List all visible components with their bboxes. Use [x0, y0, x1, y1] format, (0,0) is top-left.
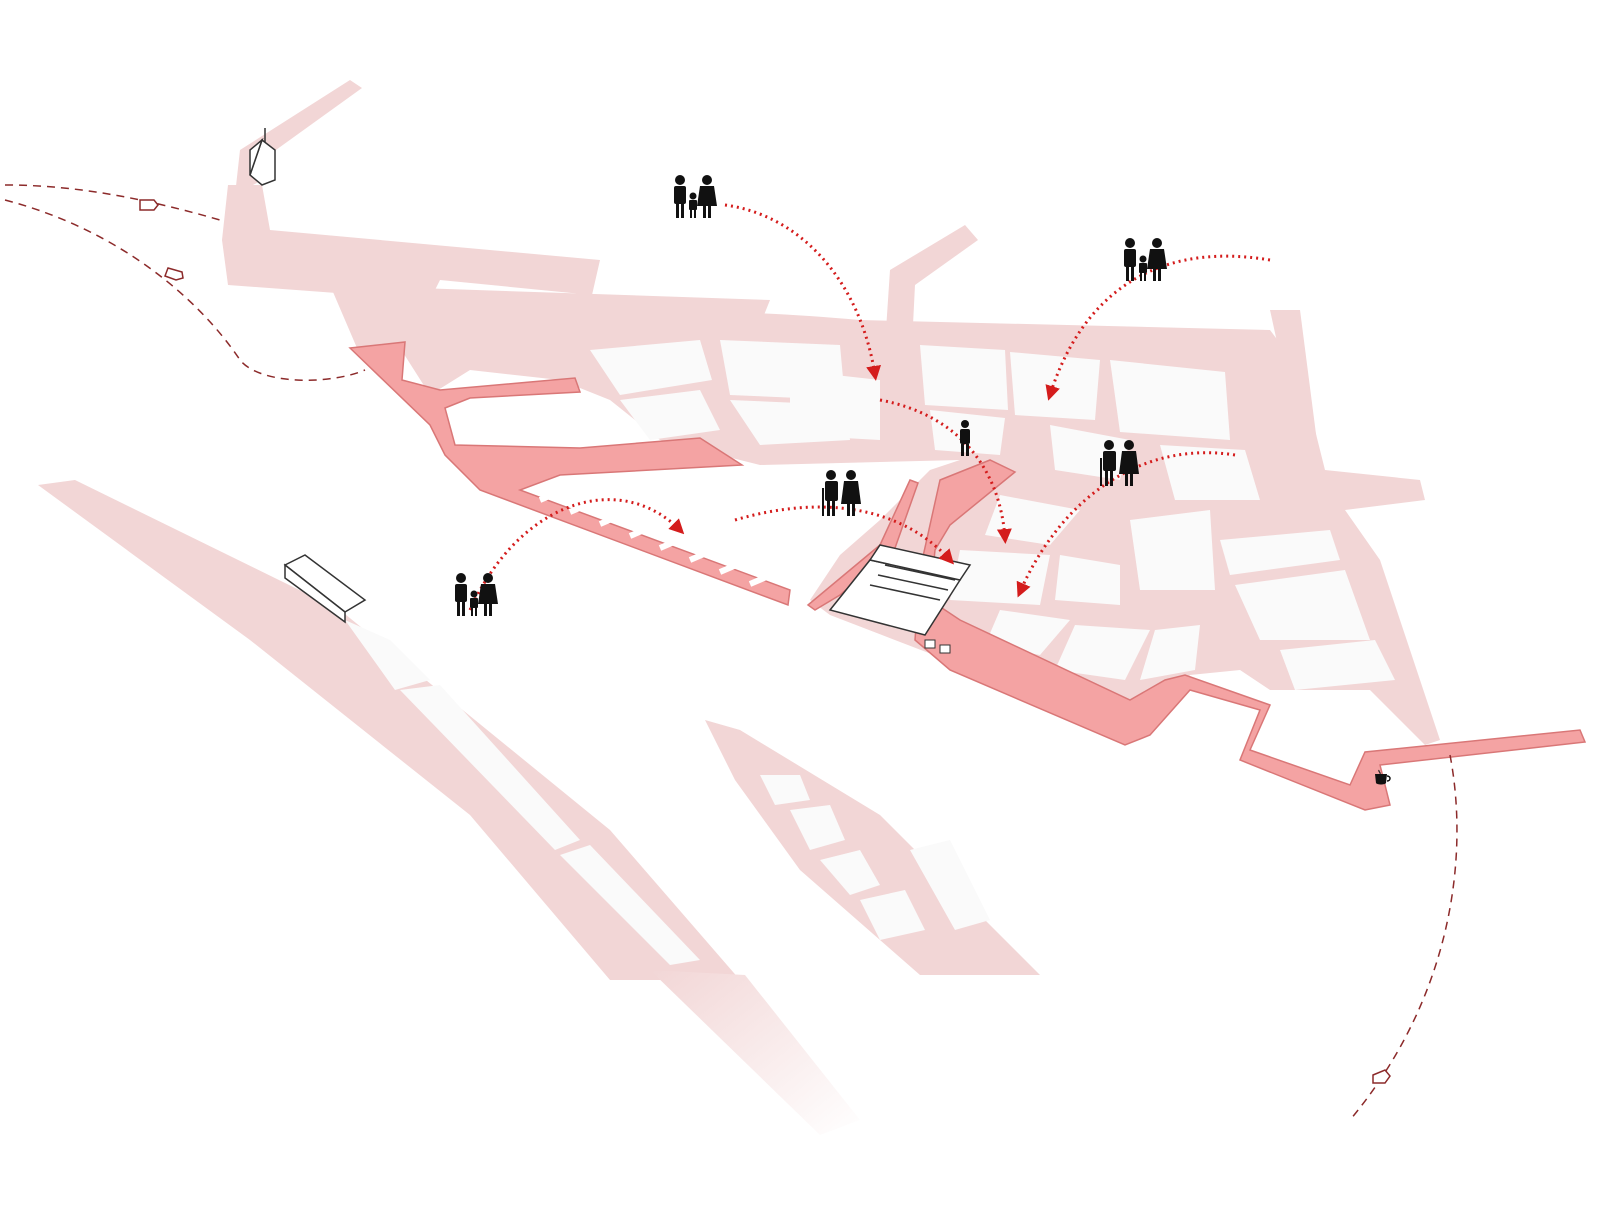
block	[790, 370, 880, 440]
block	[1235, 570, 1370, 640]
single-person-icon	[960, 420, 970, 456]
central-district	[395, 311, 1440, 745]
kiosk-building	[924, 639, 951, 654]
boat-route-west	[4, 199, 366, 381]
south-island	[705, 720, 1040, 975]
block	[950, 550, 1050, 605]
block	[1130, 510, 1215, 590]
block	[920, 345, 1008, 410]
block	[860, 890, 925, 940]
boat-icon	[1372, 1069, 1391, 1084]
boat-route-north	[4, 184, 221, 221]
block	[620, 390, 720, 440]
block	[590, 340, 712, 395]
block	[1110, 360, 1230, 440]
tower-building-icon	[249, 128, 276, 186]
urban-context	[38, 80, 1440, 980]
block	[400, 685, 580, 850]
city-blocks	[345, 340, 1395, 965]
people	[455, 175, 1167, 616]
east-avenue	[1270, 310, 1320, 470]
block	[1055, 555, 1120, 605]
block	[1055, 625, 1150, 680]
elderly-couple-icon	[1100, 440, 1139, 486]
fading-quay-strip	[650, 970, 860, 1135]
quay-shed-building	[283, 554, 367, 624]
flow-arrow	[468, 498, 685, 611]
family-group-icon	[455, 573, 498, 616]
block	[910, 840, 990, 930]
boat-icon	[164, 267, 184, 281]
block	[1160, 445, 1260, 500]
coffee-cup-icon	[1375, 769, 1391, 785]
family-group-icon	[1124, 238, 1167, 281]
promenade-stripes	[538, 482, 787, 587]
block	[820, 850, 880, 895]
block	[1010, 352, 1100, 420]
north-pier	[235, 80, 362, 195]
family-group-icon	[674, 175, 717, 218]
block	[560, 845, 700, 965]
block	[1280, 640, 1395, 690]
pier-arm	[222, 185, 600, 300]
block	[760, 775, 810, 805]
visitor-flows	[468, 203, 1271, 611]
block	[345, 620, 430, 690]
north-street	[885, 225, 978, 345]
boat-icon	[139, 199, 159, 211]
block	[790, 805, 845, 850]
flow-arrow	[1016, 451, 1236, 598]
block	[1140, 625, 1200, 680]
elderly-couple-icon	[822, 470, 861, 516]
warehouse-building-icon	[828, 544, 972, 636]
west-promenade	[348, 341, 791, 607]
boat-icons	[139, 199, 1391, 1084]
block	[1220, 530, 1340, 575]
